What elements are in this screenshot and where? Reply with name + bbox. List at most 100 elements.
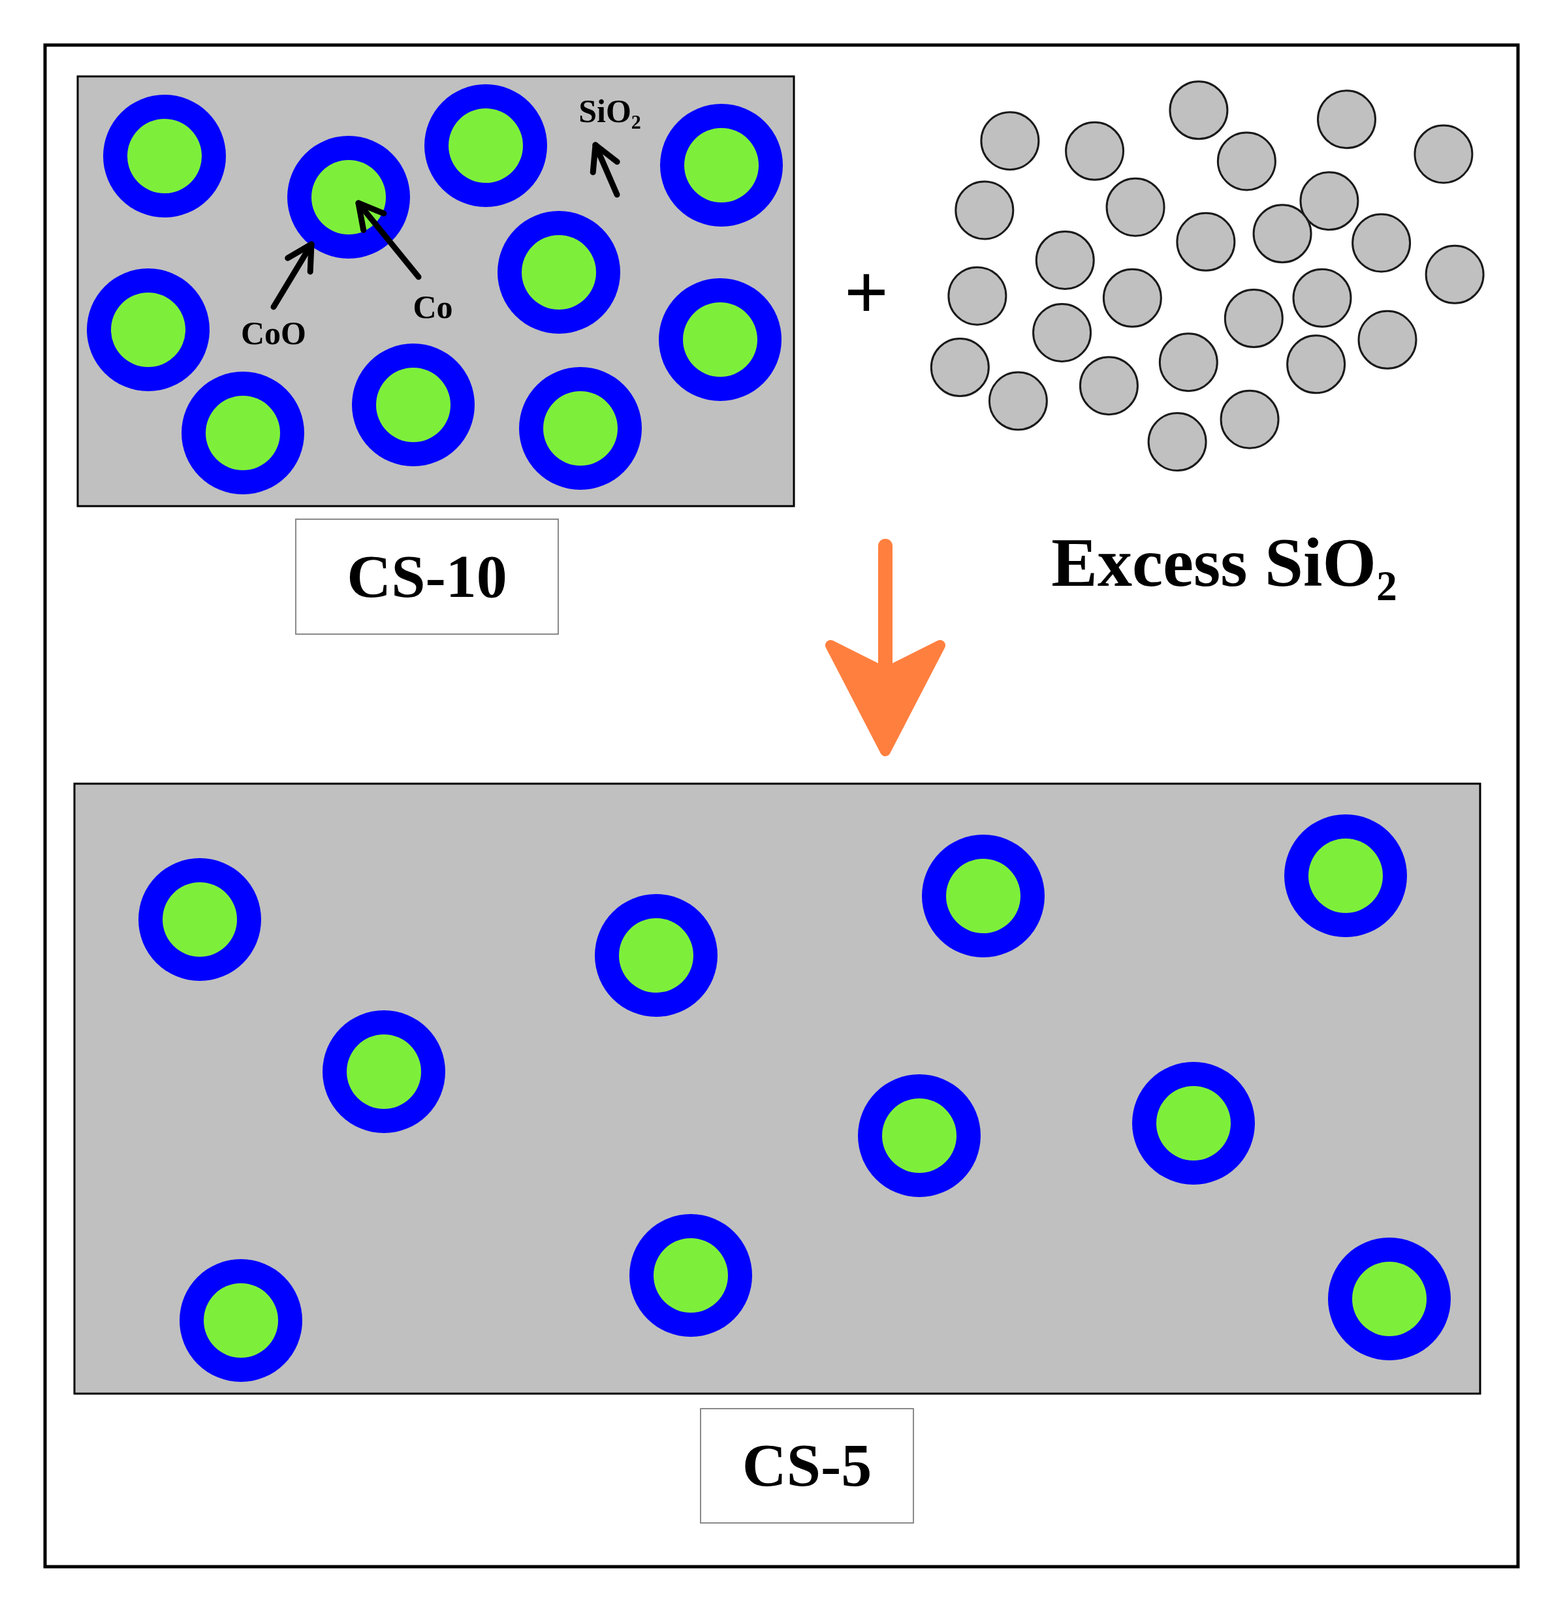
core-shell-particle xyxy=(1327,1237,1451,1360)
core-shell-particle xyxy=(1132,1061,1255,1185)
co-core xyxy=(205,395,281,471)
silica-particle xyxy=(1103,268,1161,327)
co-core xyxy=(684,127,759,203)
silica-particle xyxy=(1079,357,1138,415)
silica-particle xyxy=(1358,310,1417,369)
silica-particle xyxy=(931,338,989,397)
silica-particle xyxy=(1293,268,1351,327)
core-shell-particle xyxy=(658,278,782,401)
core-shell-particle xyxy=(86,268,210,392)
plus-sign: + xyxy=(844,249,889,336)
material-label: CoO xyxy=(240,315,307,352)
co-core xyxy=(127,118,202,194)
silica-particle xyxy=(1287,335,1345,394)
silica-particle xyxy=(1425,245,1484,303)
core-shell-particle xyxy=(1284,814,1407,937)
coo-shell xyxy=(921,834,1045,958)
core-shell-particle xyxy=(179,1258,303,1382)
silica-particle xyxy=(1253,205,1312,263)
co-core xyxy=(346,1034,422,1109)
coo-shell xyxy=(658,278,782,401)
silica-particle xyxy=(955,181,1014,239)
co-core xyxy=(882,1098,957,1173)
core-shell-particle xyxy=(921,834,1045,958)
leader-arrow xyxy=(273,244,312,307)
coo-shell xyxy=(594,893,718,1017)
silica-particle xyxy=(1352,214,1411,272)
core-shell-particle xyxy=(138,857,262,981)
silica-particle xyxy=(1033,303,1091,362)
co-core xyxy=(618,917,694,993)
silica-particle xyxy=(1066,122,1124,180)
silica-particle xyxy=(1220,390,1279,448)
silica-particle xyxy=(1106,178,1165,236)
co-core xyxy=(946,858,1021,933)
core-shell-particle xyxy=(519,366,642,490)
material-label: SiO₂ xyxy=(578,93,642,130)
material-label: Co xyxy=(412,289,453,326)
silica-particle xyxy=(1217,132,1276,190)
co-core xyxy=(162,882,238,957)
silica-particle xyxy=(981,112,1039,170)
coo-shell xyxy=(1284,814,1407,937)
process-arrow xyxy=(830,545,941,751)
core-shell-particle xyxy=(594,893,718,1017)
co-core xyxy=(203,1282,279,1358)
core-shell-particle xyxy=(424,84,548,207)
co-core xyxy=(110,292,186,367)
silica-particle xyxy=(1169,81,1228,140)
silica-particle xyxy=(948,267,1007,325)
material-label: Excess SiO₂ xyxy=(1051,524,1397,602)
co-core xyxy=(1156,1085,1231,1161)
silica-particle xyxy=(1318,90,1376,149)
co-core xyxy=(448,108,523,183)
core-shell-particle xyxy=(857,1074,981,1197)
co-core xyxy=(543,391,618,466)
silica-particle xyxy=(1177,212,1235,271)
coo-shell xyxy=(1132,1061,1255,1185)
core-shell-particle xyxy=(629,1213,753,1337)
silica-particle xyxy=(1159,333,1218,392)
co-core xyxy=(1308,838,1383,913)
coo-shell xyxy=(103,94,226,218)
coo-shell xyxy=(660,103,783,227)
coo-shell xyxy=(86,268,210,392)
co-core xyxy=(653,1237,728,1313)
outer-frame xyxy=(45,45,1518,1567)
core-shell-particle xyxy=(322,1010,446,1133)
core-shell-particle xyxy=(497,210,621,334)
leader-arrow xyxy=(358,203,419,277)
coo-shell xyxy=(497,210,621,334)
silica-particle xyxy=(989,372,1047,430)
core-shell-particle xyxy=(181,371,305,495)
coo-shell xyxy=(181,371,305,495)
co-core xyxy=(521,235,597,310)
coo-shell xyxy=(351,343,475,467)
core-shell-particle xyxy=(351,343,475,467)
sample-label-box: CS-5 xyxy=(699,1407,915,1524)
coo-shell xyxy=(179,1258,303,1382)
co-core xyxy=(376,367,451,443)
coo-shell xyxy=(1327,1237,1451,1360)
silica-particle xyxy=(1036,231,1094,289)
coo-shell xyxy=(519,366,642,490)
leader-arrow xyxy=(592,144,617,195)
coo-shell xyxy=(424,84,548,207)
silica-matrix xyxy=(74,783,1481,1394)
co-core xyxy=(682,302,758,377)
silica-particle xyxy=(1224,289,1283,348)
co-core xyxy=(1352,1261,1427,1336)
sample-label-box: CS-10 xyxy=(295,518,559,635)
silica-matrix xyxy=(77,76,794,506)
sample-name: CS-5 xyxy=(742,1431,872,1499)
core-shell-particle xyxy=(103,94,226,218)
sample-name: CS-10 xyxy=(346,542,507,610)
silica-particle xyxy=(1148,413,1206,471)
silica-particle xyxy=(1414,125,1473,183)
coo-shell xyxy=(322,1010,446,1133)
coo-shell xyxy=(857,1074,981,1197)
coo-shell xyxy=(138,857,262,981)
core-shell-particle xyxy=(660,103,783,227)
